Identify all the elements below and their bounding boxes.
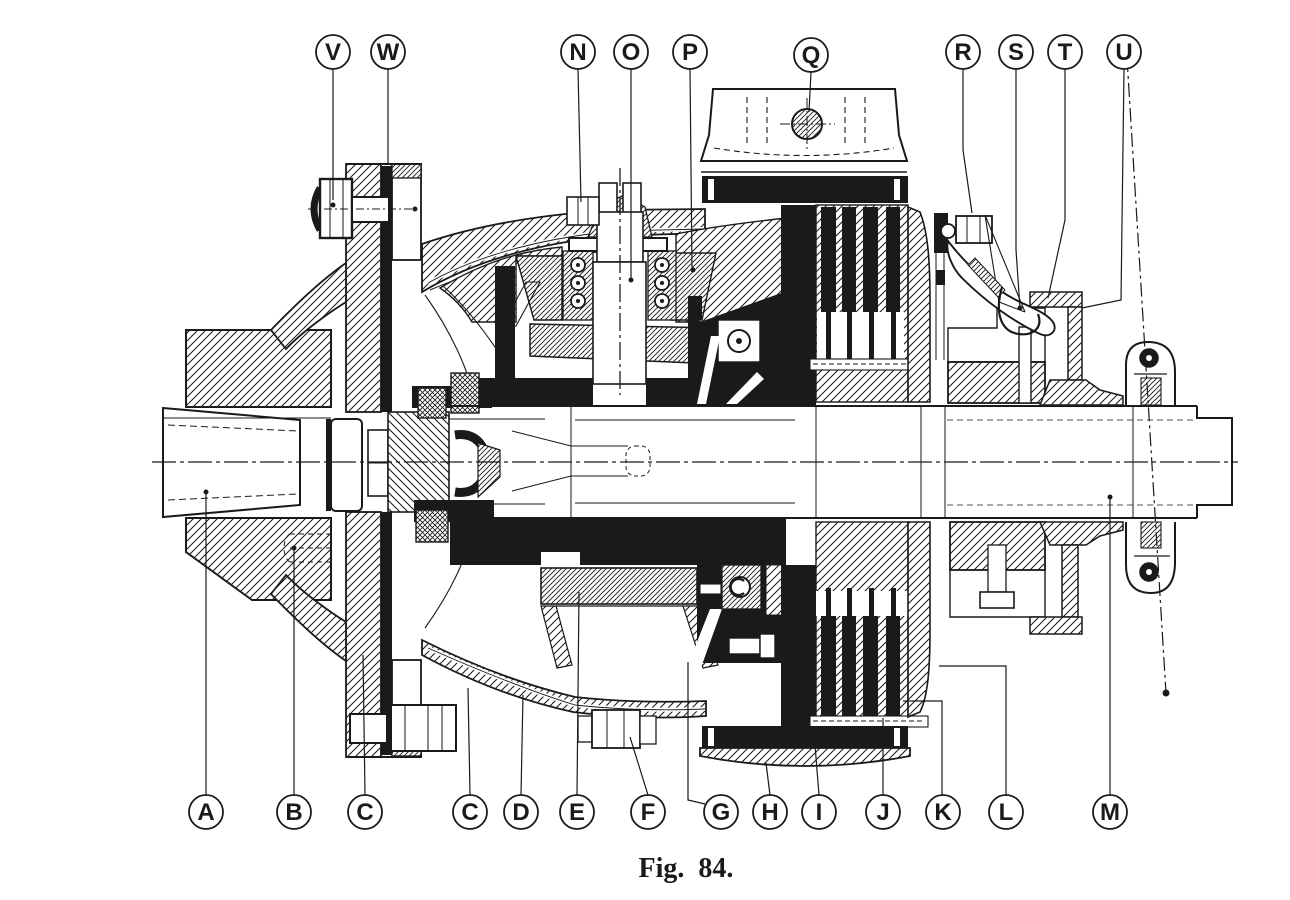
svg-text:C: C xyxy=(461,799,478,826)
svg-text:B: B xyxy=(285,799,302,826)
svg-text:T: T xyxy=(1058,39,1073,66)
svg-text:C: C xyxy=(356,799,373,826)
svg-text:H: H xyxy=(761,799,778,826)
svg-text:A: A xyxy=(197,799,214,826)
svg-text:J: J xyxy=(876,799,889,826)
svg-text:O: O xyxy=(622,39,641,66)
svg-text:Fig. 84.: Fig. 84. xyxy=(639,853,734,884)
svg-text:D: D xyxy=(512,799,529,826)
svg-text:I: I xyxy=(816,799,823,826)
svg-text:R: R xyxy=(954,39,971,66)
svg-text:P: P xyxy=(682,39,698,66)
svg-text:E: E xyxy=(569,799,585,826)
svg-text:G: G xyxy=(712,799,731,826)
svg-text:W: W xyxy=(377,39,400,66)
svg-text:K: K xyxy=(934,799,952,826)
svg-text:S: S xyxy=(1008,39,1024,66)
svg-text:V: V xyxy=(325,39,341,66)
svg-text:N: N xyxy=(569,39,586,66)
svg-text:L: L xyxy=(999,799,1014,826)
svg-text:U: U xyxy=(1115,39,1132,66)
svg-text:M: M xyxy=(1100,799,1120,826)
svg-text:Q: Q xyxy=(802,42,821,69)
svg-text:F: F xyxy=(641,799,656,826)
